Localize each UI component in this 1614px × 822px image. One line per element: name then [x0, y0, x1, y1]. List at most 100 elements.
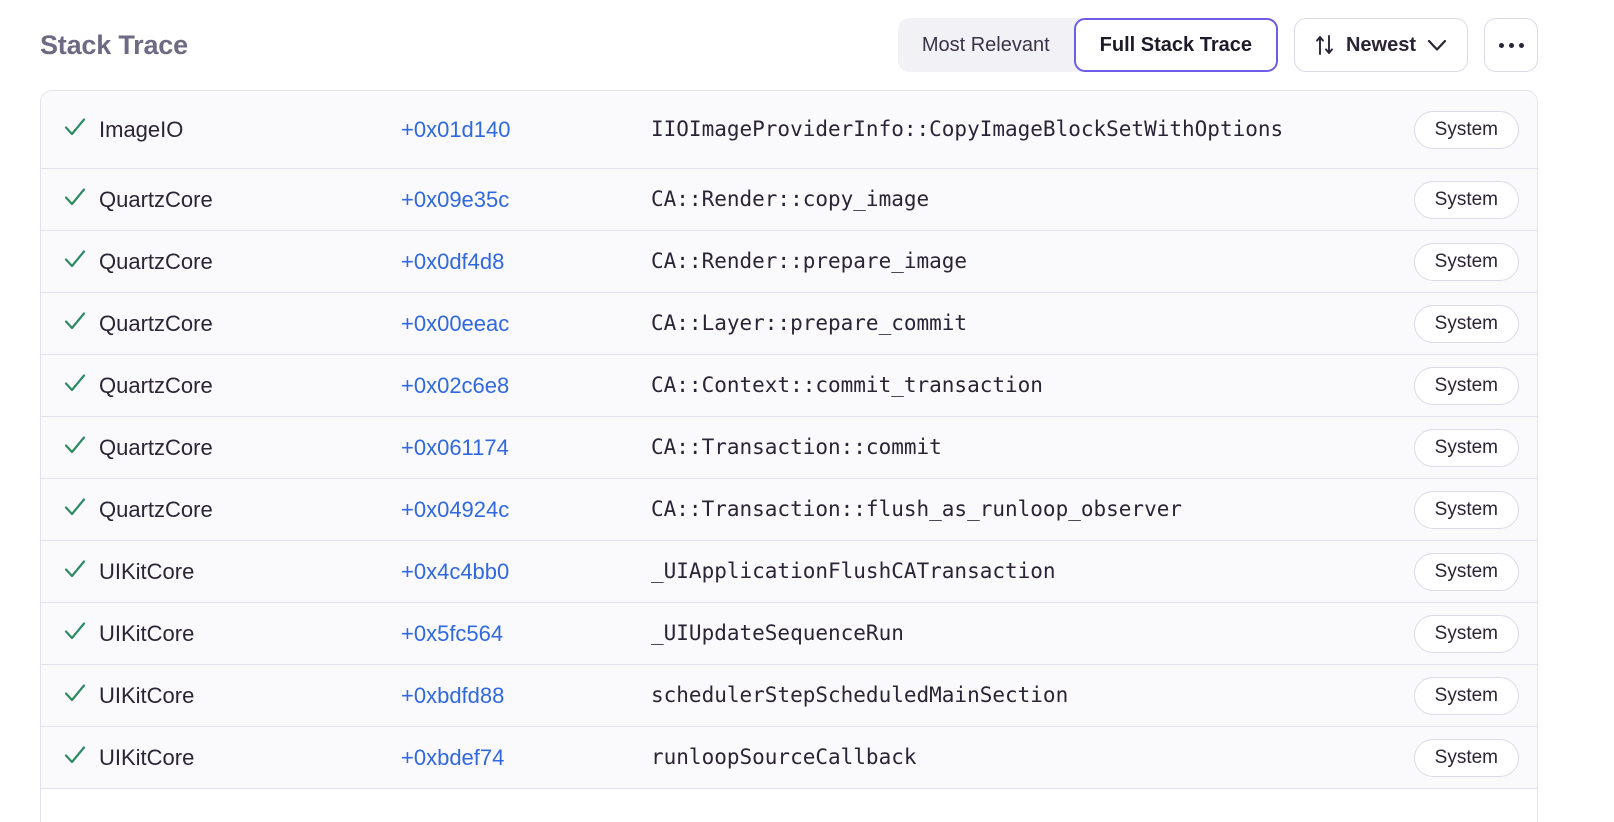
- table-row[interactable]: QuartzCore +0x061174 CA::Transaction::comm…: [41, 417, 1537, 479]
- status-badge: System: [1413, 552, 1519, 591]
- row-status-cell: [41, 742, 99, 773]
- status-badge: System: [1413, 490, 1519, 529]
- offset-link[interactable]: +0x04924c: [401, 496, 510, 522]
- more-options-button[interactable]: [1484, 18, 1538, 72]
- page-title: Stack Trace: [40, 29, 188, 60]
- symbol-name: _UIUpdateSequenceRun: [651, 621, 904, 646]
- row-status-cell: [41, 246, 99, 277]
- offset-link[interactable]: +0x4c4bb0: [401, 558, 510, 584]
- header-controls: Most Relevant Full Stack Trace Newest: [897, 18, 1538, 72]
- check-icon: [62, 680, 88, 711]
- badge-cell: System: [1389, 614, 1519, 653]
- module-name: QuartzCore: [99, 310, 213, 336]
- badge-cell: System: [1389, 304, 1519, 343]
- badge-cell: System: [1389, 242, 1519, 281]
- check-icon: [62, 184, 88, 215]
- offset-link[interactable]: +0x0df4d8: [401, 248, 505, 274]
- check-icon: [62, 742, 88, 773]
- check-icon: [62, 308, 88, 339]
- status-badge: System: [1413, 242, 1519, 281]
- module-name: QuartzCore: [99, 372, 213, 398]
- check-icon: [62, 114, 88, 145]
- symbol-name: schedulerStepScheduledMainSection: [651, 683, 1069, 708]
- offset-link[interactable]: +0xbdfd88: [401, 682, 505, 708]
- table-row[interactable]: ImageIO +0x01d140 IIOImageProviderInfo::Co…: [41, 91, 1537, 169]
- row-status-cell: [41, 370, 99, 401]
- module-name: QuartzCore: [99, 248, 213, 274]
- symbol-name: CA::Render::prepare_image: [651, 249, 968, 274]
- badge-cell: System: [1389, 738, 1519, 777]
- offset-link[interactable]: +0x5fc564: [401, 620, 504, 646]
- module-name: QuartzCore: [99, 186, 213, 212]
- row-status-cell: [41, 618, 99, 649]
- module-name: QuartzCore: [99, 434, 213, 460]
- offset-link[interactable]: +0x09e35c: [401, 186, 510, 212]
- row-status-cell: [41, 432, 99, 463]
- tab-full-stack-trace[interactable]: Full Stack Trace: [1073, 18, 1278, 72]
- status-badge: System: [1413, 428, 1519, 467]
- offset-link[interactable]: +0x00eeac: [401, 310, 510, 336]
- table-row[interactable]: QuartzCore +0x02c6e8 CA::Context::commit_t…: [41, 355, 1537, 417]
- check-icon: [62, 246, 88, 277]
- status-badge: System: [1413, 614, 1519, 653]
- symbol-name: CA::Context::commit_transaction: [651, 373, 1043, 398]
- row-status-cell: [41, 556, 99, 587]
- status-badge: System: [1413, 738, 1519, 777]
- badge-cell: System: [1389, 428, 1519, 467]
- row-status-cell: [41, 680, 99, 711]
- badge-cell: System: [1389, 180, 1519, 219]
- chevron-down-icon: [1427, 39, 1447, 52]
- table-row[interactable]: QuartzCore +0x0df4d8 CA::Render::prepare_i…: [41, 231, 1537, 293]
- module-name: ImageIO: [99, 116, 184, 142]
- offset-link[interactable]: +0x061174: [401, 434, 509, 460]
- ellipsis-icon: [1498, 42, 1504, 48]
- badge-cell: System: [1389, 490, 1519, 529]
- badge-cell: System: [1389, 110, 1519, 149]
- sort-arrows-icon: [1315, 34, 1335, 56]
- symbol-name: IIOImageProviderInfo::CopyImageBlockSetW…: [651, 117, 1284, 142]
- panel-header: Stack Trace Most Relevant Full Stack Tra…: [0, 0, 1614, 90]
- offset-link[interactable]: +0xbdef74: [401, 744, 505, 770]
- view-mode-segmented-control[interactable]: Most Relevant Full Stack Trace: [897, 18, 1278, 72]
- badge-cell: System: [1389, 552, 1519, 591]
- module-name: QuartzCore: [99, 496, 213, 522]
- table-row[interactable]: QuartzCore +0x00eeac CA::Layer::prepare_co…: [41, 293, 1537, 355]
- badge-cell: System: [1389, 676, 1519, 715]
- ellipsis-icon: [1508, 42, 1514, 48]
- badge-cell: System: [1389, 366, 1519, 405]
- table-row[interactable]: QuartzCore +0x04924c CA::Transaction::flus…: [41, 479, 1537, 541]
- table-row[interactable]: UIKitCore +0x5fc564 _UIUpdateSequenceRun Sy…: [41, 603, 1537, 665]
- module-name: UIKitCore: [99, 682, 195, 708]
- offset-link[interactable]: +0x01d140: [401, 116, 511, 142]
- status-badge: System: [1413, 676, 1519, 715]
- check-icon: [62, 370, 88, 401]
- offset-link[interactable]: +0x02c6e8: [401, 372, 510, 398]
- table-row[interactable]: UIKitCore +0xbdfd88 schedulerStepScheduled…: [41, 665, 1537, 727]
- symbol-name: runloopSourceCallback: [651, 745, 917, 770]
- symbol-name: CA::Transaction::commit: [651, 435, 942, 460]
- check-icon: [62, 618, 88, 649]
- module-name: UIKitCore: [99, 744, 195, 770]
- row-status-cell: [41, 308, 99, 339]
- status-badge: System: [1413, 366, 1519, 405]
- check-icon: [62, 556, 88, 587]
- ellipsis-icon: [1518, 42, 1524, 48]
- check-icon: [62, 432, 88, 463]
- tab-most-relevant[interactable]: Most Relevant: [898, 18, 1074, 72]
- row-status-cell: [41, 494, 99, 525]
- status-badge: System: [1413, 304, 1519, 343]
- table-row[interactable]: UIKitCore+0x4c4bb0_UIApplicationFlushCAT…: [41, 541, 1537, 603]
- row-status-cell: [41, 114, 99, 145]
- status-badge: System: [1413, 110, 1519, 149]
- stack-trace-table: ImageIO +0x01d140 IIOImageProviderInfo::Co…: [40, 90, 1538, 822]
- symbol-name: CA::Layer::prepare_commit: [651, 311, 968, 336]
- symbol-name: CA::Transaction::flush_as_runloop_observ…: [651, 497, 1183, 522]
- row-status-cell: [41, 184, 99, 215]
- symbol-name: _UIApplicationFlushCATransaction: [651, 559, 1056, 584]
- module-name: UIKitCore: [99, 620, 195, 646]
- check-icon: [62, 494, 88, 525]
- sort-dropdown[interactable]: Newest: [1293, 18, 1468, 72]
- table-row[interactable]: UIKitCore +0xbdef74 runloopSourceCallback S…: [41, 727, 1537, 789]
